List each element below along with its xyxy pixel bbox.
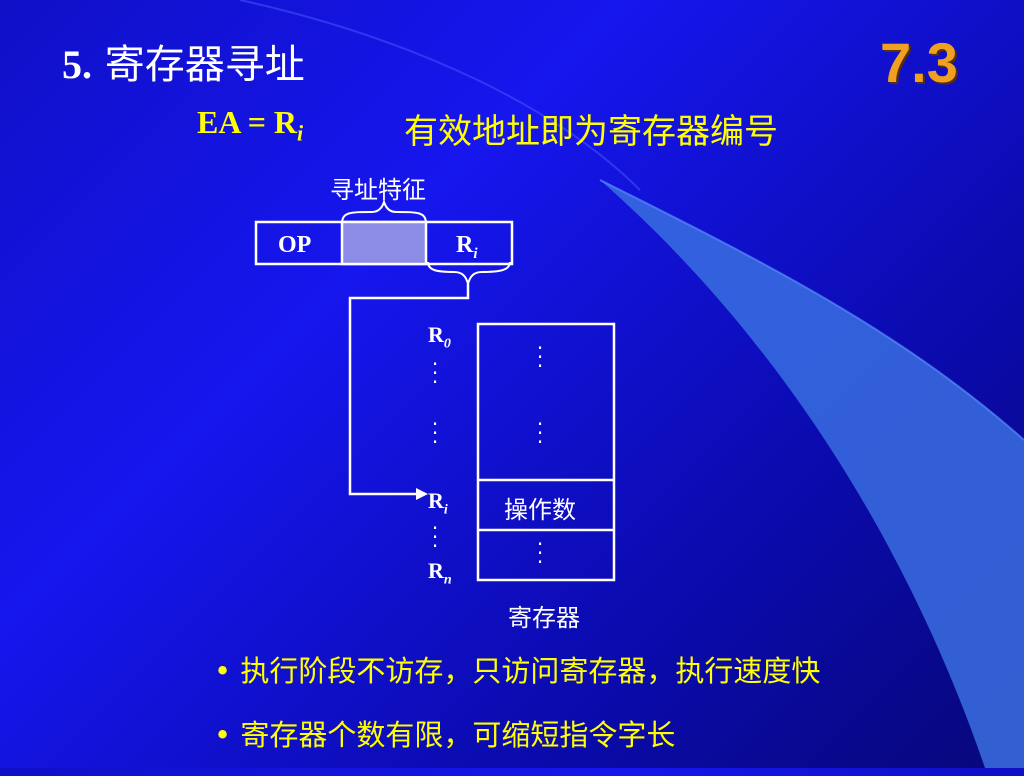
feature-label: 寻址特征: [330, 176, 426, 204]
vdots-icon: ···: [431, 516, 439, 558]
feature-field: [340, 220, 428, 266]
ri-brace: [427, 261, 511, 285]
slide-title: 5. 寄存器寻址: [62, 32, 305, 90]
formula-lhs: EA = R: [197, 104, 298, 140]
title-text: 寄存器寻址: [104, 42, 305, 88]
title-number: 5.: [62, 42, 92, 87]
vdots-icon: ···: [536, 532, 544, 574]
register-ri-label: Ri: [428, 488, 448, 518]
vdots-icon: ···: [536, 412, 544, 454]
connector-arrowhead: [416, 488, 428, 500]
vdots-icon: ···: [536, 336, 544, 378]
formula-description: 有效地址即为寄存器编号: [404, 112, 778, 152]
register-rn-label: Rn: [428, 558, 452, 588]
formula: EA = Ri: [197, 104, 303, 146]
register-file-box: [476, 322, 616, 582]
feature-brace: [341, 198, 427, 225]
bullet-item: • 寄存器个数有限，可缩短指令字长: [214, 718, 676, 752]
vdots-icon: ···: [431, 412, 439, 454]
operand-label: 操作数: [504, 496, 576, 524]
bullet-list: • 执行阶段不访存，只访问寄存器，执行速度快 • 寄存器个数有限，可缩短指令字长: [214, 648, 820, 776]
bullet-dot-icon: •: [214, 654, 241, 688]
formula-subscript: i: [297, 120, 304, 146]
ri-field-label: Ri: [456, 232, 478, 262]
connector-line: [348, 284, 470, 496]
op-field-label: OP: [278, 232, 312, 258]
vdots-icon: ···: [431, 352, 439, 394]
bullet-item: • 执行阶段不访存，只访问寄存器，执行速度快: [214, 654, 821, 688]
register-file-label: 寄存器: [508, 604, 580, 632]
bullet-dot-icon: •: [214, 718, 241, 752]
register-r0-label: R0: [428, 322, 451, 352]
section-number: 7.3: [880, 31, 958, 94]
